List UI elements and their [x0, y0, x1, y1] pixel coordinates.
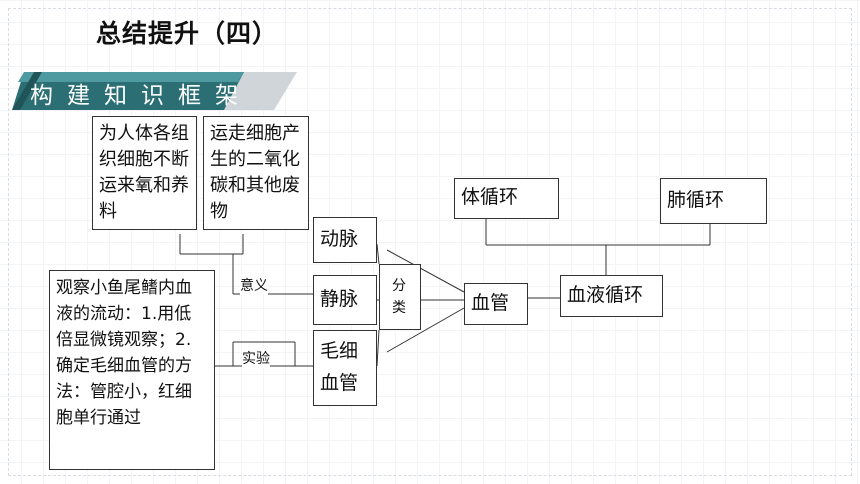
slide-title: 总结提升（四）	[96, 19, 279, 48]
blood-circulation-text: 血液循环	[567, 284, 644, 306]
meaning-box-waste-text: 运走细胞产生的二氧化碳和其他废物	[210, 123, 300, 222]
classify-box: 分类	[379, 264, 421, 330]
pulmonary-circulation-box: 肺循环	[660, 178, 767, 224]
banner-shape	[12, 72, 297, 110]
pulmonary-circulation-text: 肺循环	[667, 189, 725, 211]
capillary-box: 毛细血管	[313, 330, 377, 406]
banner-title: 构建知识框架	[30, 83, 252, 109]
artery-box: 动脉	[313, 217, 377, 263]
systemic-circulation-box: 体循环	[454, 178, 559, 219]
section-banner: 构建知识框架	[12, 70, 297, 112]
experiment-box: 观察小鱼尾鳍内血液的流动：1.用低倍显微镜观察；2.确定毛细血管的方法：管腔小，…	[49, 270, 215, 470]
blood-vessel-box: 血管	[464, 283, 528, 325]
systemic-circulation-text: 体循环	[461, 186, 519, 208]
vein-text: 静脉	[320, 288, 359, 310]
blood-vessel-text: 血管	[471, 292, 510, 314]
capillary-text: 毛细血管	[320, 340, 359, 394]
label-experiment: 实验	[242, 348, 270, 368]
vein-box: 静脉	[313, 275, 377, 325]
label-meaning: 意义	[240, 275, 268, 295]
slide-frame	[8, 8, 852, 476]
classify-text: 分类	[392, 278, 406, 316]
artery-text: 动脉	[320, 228, 359, 250]
experiment-box-text: 观察小鱼尾鳍内血液的流动：1.用低倍显微镜观察；2.确定毛细血管的方法：管腔小，…	[56, 278, 192, 428]
meaning-box-waste: 运走细胞产生的二氧化碳和其他废物	[203, 116, 309, 230]
meaning-box-oxygen-text: 为人体各组织细胞不断运来氧和养料	[99, 123, 189, 222]
blood-circulation-box: 血液循环	[560, 275, 663, 317]
meaning-box-oxygen: 为人体各组织细胞不断运来氧和养料	[92, 116, 197, 230]
